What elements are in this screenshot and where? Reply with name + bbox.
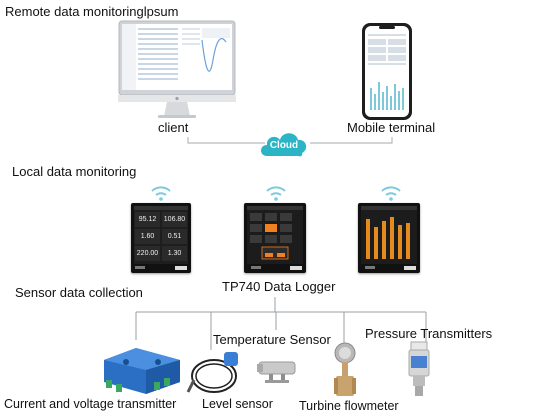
local-monitoring-title: Local data monitoring (12, 164, 137, 179)
current-voltage-transmitter (96, 338, 188, 398)
current-voltage-label: Current and voltage transmitter (4, 397, 177, 411)
mobile-phone (361, 22, 413, 122)
client-label: client (158, 120, 189, 135)
desktop-monitor (118, 20, 236, 120)
temperature-sensor-device (255, 356, 300, 386)
reading-cell: 95.12 (135, 212, 160, 227)
reading-cell: 1.30 (162, 246, 187, 261)
remote-monitoring-title: Remote data monitoringlpsum (5, 4, 179, 19)
logger-device-readings: 95.12 106.80 1.60 0.51 220.00 1.30 (131, 203, 191, 273)
reading-cell: 0.51 (162, 229, 187, 244)
wifi-icon (379, 183, 403, 201)
pressure-transmitter-device (404, 340, 434, 400)
turbine-flowmeter-label: Turbine flowmeter (299, 399, 399, 413)
level-sensor (186, 348, 246, 398)
reading-cell: 106.80 (162, 212, 187, 227)
turbine-flowmeter-device (330, 342, 360, 400)
wifi-icon (264, 183, 288, 201)
reading-cell: 1.60 (135, 229, 160, 244)
cloud-icon: Cloud (258, 126, 310, 160)
data-logger-label: TP740 Data Logger (222, 279, 336, 294)
pressure-transmitter-label: Pressure Transmitters (365, 326, 493, 341)
logger-device-menu (244, 203, 306, 273)
reading-cell: 220.00 (135, 246, 160, 261)
sensor-collection-title: Sensor data collection (15, 285, 143, 300)
logger-device-bars (358, 203, 420, 273)
cloud-label: Cloud (269, 140, 299, 151)
mobile-terminal-label: Mobile terminal (347, 120, 436, 135)
wifi-icon (149, 183, 173, 201)
temperature-sensor-label: Temperature Sensor (213, 332, 331, 347)
level-sensor-label: Level sensor (202, 397, 273, 411)
